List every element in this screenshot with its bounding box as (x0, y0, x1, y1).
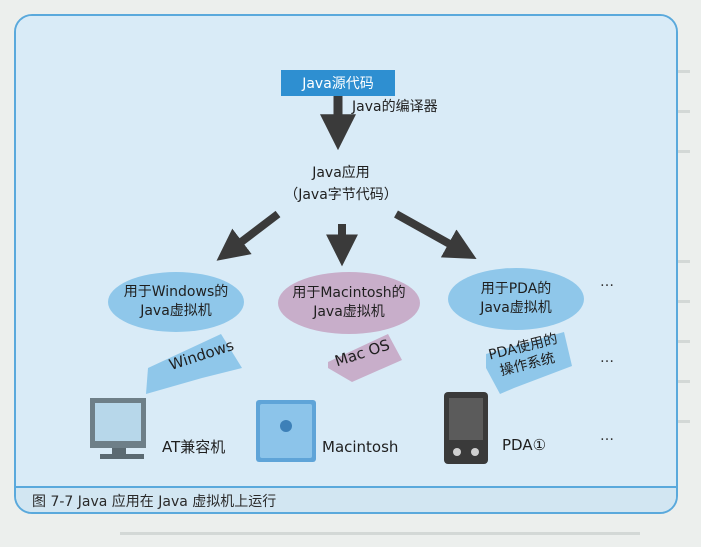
ellipsis-middle: … (600, 350, 615, 366)
arrow-to-pda-vm (394, 210, 477, 260)
windows-vm-ellipse: 用于Windows的 Java虚拟机 (108, 272, 244, 332)
arrows (90, 84, 572, 464)
windows-bubble (146, 334, 242, 394)
java-source-box: Java源代码 (281, 70, 395, 96)
macos-bubble (328, 334, 402, 382)
caption-bar: 图 7-7 Java 应用在 Java 虚拟机上运行 (16, 486, 676, 512)
pda-os-bubble (486, 332, 572, 394)
java-app-line2: （Java字节代码） (284, 187, 398, 203)
java-app-label: Java应用 （Java字节代码） (266, 162, 416, 206)
at-pc-label: AT兼容机 (162, 438, 226, 456)
pda-label: PDA① (502, 436, 547, 454)
windows-vm-line1: 用于Windows的 (123, 284, 229, 300)
pda-vm-ellipse: 用于PDA的 Java虚拟机 (448, 268, 584, 330)
ellipsis-bottom: … (600, 428, 615, 444)
macintosh-label: Macintosh (322, 438, 399, 456)
compiler-label: Java的编译器 (352, 99, 438, 115)
pda-vm-line2: Java虚拟机 (480, 300, 552, 316)
mac-vm-ellipse: 用于Macintosh的 Java虚拟机 (278, 272, 420, 334)
figure-caption: 图 7-7 Java 应用在 Java 虚拟机上运行 (32, 494, 277, 510)
arrow-to-windows-vm (216, 210, 281, 261)
ellipsis-top: … (600, 274, 615, 290)
java-app-line1: Java应用 (312, 165, 370, 181)
pc-icon (90, 398, 146, 459)
figure-panel: Java源代码 Java的编译器 Java应用 （Java字节代码） 用于Win… (14, 14, 678, 514)
pda-vm-line1: 用于PDA的 (480, 281, 552, 297)
windows-vm-line2: Java虚拟机 (140, 303, 212, 319)
mac-vm-line1: 用于Macintosh的 (292, 285, 406, 301)
pda-icon (444, 392, 488, 464)
mac-vm-line2: Java虚拟机 (313, 304, 385, 320)
macintosh-icon (256, 400, 316, 462)
